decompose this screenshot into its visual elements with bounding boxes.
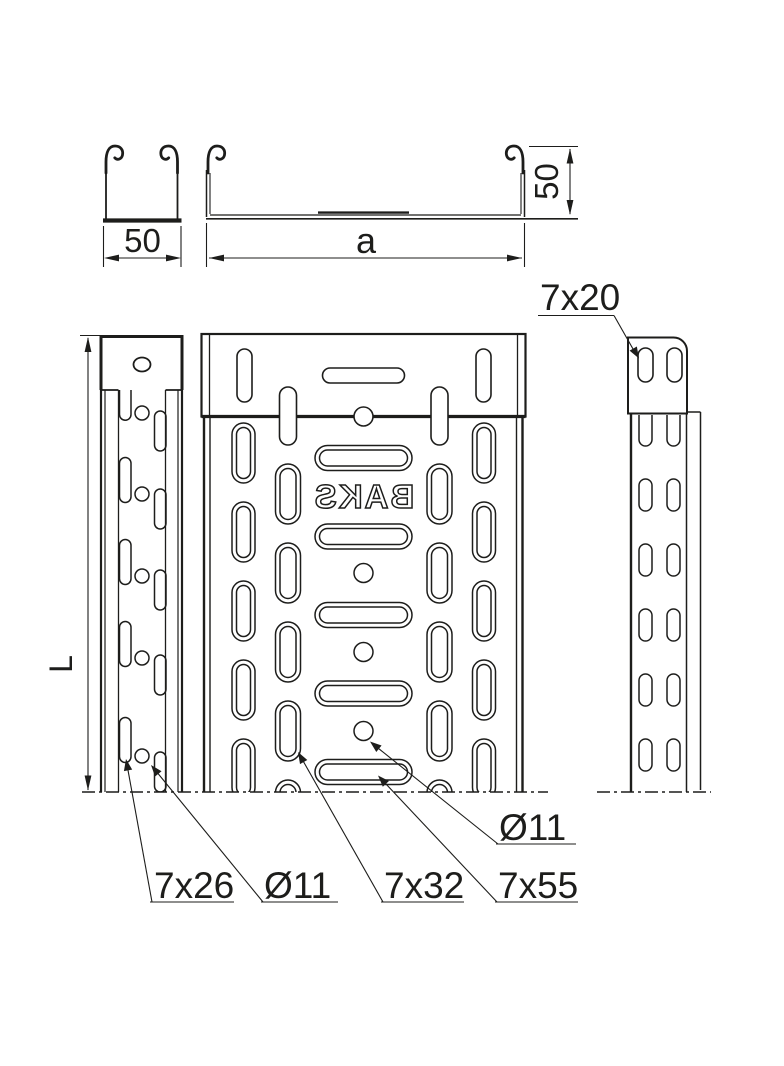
leader xyxy=(157,773,264,903)
side-view-left xyxy=(99,335,184,792)
side-slot xyxy=(666,738,681,772)
partial-slot xyxy=(638,415,653,447)
emboss-slot xyxy=(231,659,256,721)
dimension-flange-width xyxy=(102,226,182,267)
right-curl-hook xyxy=(504,144,525,175)
emboss-slot xyxy=(471,422,497,484)
end-cross-section-view xyxy=(103,144,182,223)
partial-slot xyxy=(118,390,132,421)
slot-7x55-label: 7x55 xyxy=(498,865,578,906)
joint-hole xyxy=(353,406,374,427)
connector-plate-side xyxy=(99,335,184,390)
emboss-slot xyxy=(231,422,256,484)
emboss-slot-horizontal xyxy=(314,601,413,629)
side-slot xyxy=(638,543,653,577)
leader xyxy=(378,748,499,845)
side-slot xyxy=(118,538,132,586)
side-slot xyxy=(153,488,167,530)
side-slot xyxy=(638,738,653,772)
bottom-hole xyxy=(353,720,374,742)
side-view-right xyxy=(627,336,702,792)
side-slot xyxy=(666,478,681,512)
side-slot xyxy=(153,569,167,611)
bottom-hole xyxy=(353,641,374,663)
connector-slot xyxy=(236,348,253,403)
partial-slot xyxy=(666,415,681,447)
side-slot xyxy=(153,654,167,696)
side-left-perforations xyxy=(118,390,167,792)
emboss-slot xyxy=(274,700,302,762)
plan-view: BAKS xyxy=(200,332,527,792)
emboss-slot xyxy=(231,501,256,563)
emboss-slot xyxy=(274,779,302,792)
side-slot xyxy=(666,543,681,577)
side-right-perforations xyxy=(638,415,681,772)
right-curl-hook xyxy=(159,144,179,175)
emboss-slot xyxy=(426,463,453,525)
slot-7x26-label: 7x26 xyxy=(154,865,234,906)
emboss-slot xyxy=(231,738,256,792)
connector-slot-horizontal xyxy=(321,367,406,384)
emboss-slot xyxy=(274,621,302,683)
slot-7x32-label: 7x32 xyxy=(384,865,464,906)
tray-width-label: a xyxy=(356,220,377,261)
side-slot xyxy=(666,673,681,707)
tray-length-label: L xyxy=(43,655,79,673)
emboss-slot xyxy=(471,738,497,792)
brand-stamp: BAKS xyxy=(313,478,415,515)
leader xyxy=(303,761,384,903)
emboss-slot-horizontal xyxy=(314,444,413,472)
side-hole xyxy=(134,568,150,584)
connector-slot xyxy=(475,348,492,403)
side-slot xyxy=(118,716,132,764)
left-curl-hook xyxy=(206,144,227,175)
emboss-slot xyxy=(426,542,453,604)
side-slot xyxy=(666,608,681,642)
dimension-tray-length xyxy=(80,334,101,791)
dimension-tray-width xyxy=(205,223,526,267)
side-hole xyxy=(134,748,150,764)
side-slot xyxy=(118,456,132,504)
emboss-slot xyxy=(231,580,256,642)
side-hole xyxy=(134,650,150,666)
callouts xyxy=(121,314,643,903)
flange-width-label: 50 xyxy=(124,222,161,259)
side-slot xyxy=(118,620,132,668)
emboss-slot xyxy=(471,501,497,563)
plate-oval-hole xyxy=(132,356,152,373)
dimension-tray-height xyxy=(529,145,578,215)
leader xyxy=(127,767,153,903)
side-slot xyxy=(638,673,653,707)
side-hole xyxy=(134,486,150,502)
tray-height-label: 50 xyxy=(528,163,565,200)
bottom-hole xyxy=(353,562,374,584)
emboss-slot-horizontal xyxy=(314,523,413,550)
hole-d11-bottom-label: Ø11 xyxy=(499,807,566,848)
straddle-slot xyxy=(278,386,298,446)
left-curl-hook xyxy=(104,144,125,175)
emboss-slot xyxy=(426,700,453,762)
emboss-slot xyxy=(471,580,497,642)
hole-d11-side-label: Ø11 xyxy=(264,865,331,906)
leader xyxy=(385,783,498,903)
emboss-slot xyxy=(471,659,497,721)
emboss-slot xyxy=(426,621,453,683)
emboss-slot xyxy=(274,463,302,525)
side-slot xyxy=(153,410,167,452)
straddle-slot xyxy=(430,386,449,446)
emboss-slot-horizontal xyxy=(314,680,413,707)
front-cross-section-view xyxy=(205,144,578,220)
side-slot xyxy=(638,478,653,512)
emboss-slot xyxy=(274,542,302,604)
side-slot xyxy=(638,608,653,642)
slot-7x20-label: 7x20 xyxy=(540,277,620,318)
bottom-perforations xyxy=(231,422,497,792)
side-hole xyxy=(134,405,150,421)
connector-tab xyxy=(627,336,688,415)
connector-plate xyxy=(200,332,527,418)
